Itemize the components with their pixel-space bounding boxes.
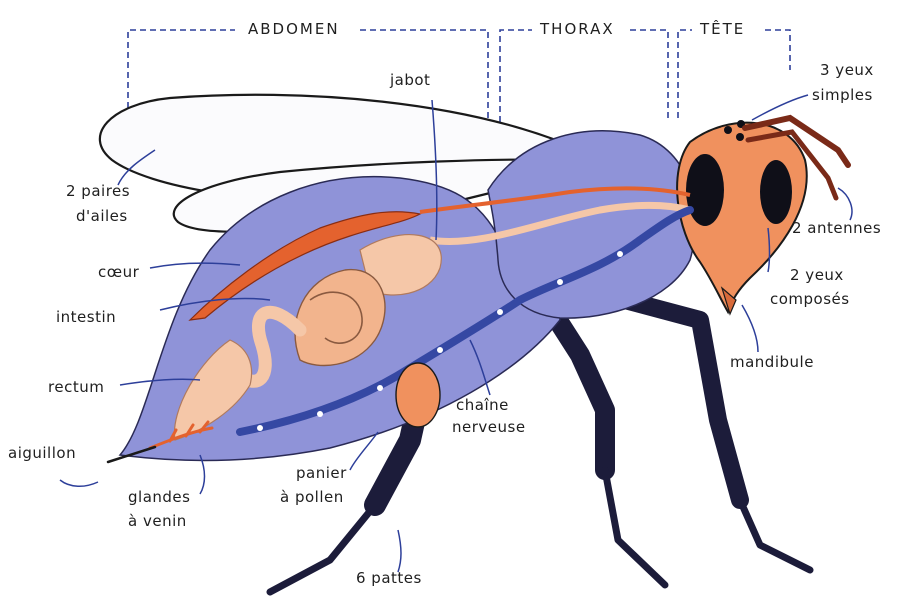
leader-stinger: [60, 480, 98, 486]
front-leg: [625, 300, 740, 500]
label-mandible: mandibule: [730, 353, 814, 371]
leader-mandible: [742, 305, 758, 352]
mid-leg: [548, 305, 605, 470]
simple-eye-3: [736, 133, 744, 141]
label-legs: 6 pattes: [356, 569, 422, 587]
front-leg-foot: [740, 500, 810, 570]
pollen-basket-shape: [396, 363, 440, 427]
abdomen-label: ABDOMEN: [248, 20, 340, 38]
compound-eye-left: [686, 154, 724, 226]
label-antennae: 2 antennes: [792, 219, 881, 237]
label-rectum: rectum: [48, 378, 104, 396]
label-intestine: intestin: [56, 308, 116, 326]
label-jabot: jabot: [389, 71, 430, 89]
label-compound-eyes-1: 2 yeux: [790, 266, 844, 284]
label-compound-eyes-2: composés: [770, 290, 850, 308]
label-heart: cœur: [98, 263, 140, 281]
label-simple-eyes-1: 3 yeux: [820, 61, 874, 79]
thorax-label: THORAX: [539, 20, 615, 38]
label-wings-2: d'ailes: [76, 207, 128, 225]
label-stinger: aiguillon: [8, 444, 76, 462]
thorax-bracket: [500, 30, 668, 122]
label-venom-glands-2: à venin: [128, 512, 187, 530]
label-pollen-basket-1: panier: [296, 464, 347, 482]
bee-head: [677, 118, 848, 314]
head-label: TÊTE: [699, 19, 745, 38]
label-simple-eyes-2: simples: [812, 86, 873, 104]
label-nerve-chain-1: chaîne: [456, 396, 509, 414]
head-bracket: [678, 30, 790, 118]
leader-simple-eyes: [752, 95, 808, 120]
simple-eye-1: [724, 126, 732, 134]
mid-leg-foot: [605, 470, 665, 585]
compound-eye-right: [760, 160, 792, 224]
label-wings-1: 2 paires: [66, 182, 130, 200]
leader-antennae: [838, 188, 852, 220]
label-pollen-basket-2: à pollen: [280, 488, 344, 506]
label-nerve-chain-2: nerveuse: [452, 418, 526, 436]
label-venom-glands-1: glandes: [128, 488, 190, 506]
leader-legs: [398, 530, 401, 572]
